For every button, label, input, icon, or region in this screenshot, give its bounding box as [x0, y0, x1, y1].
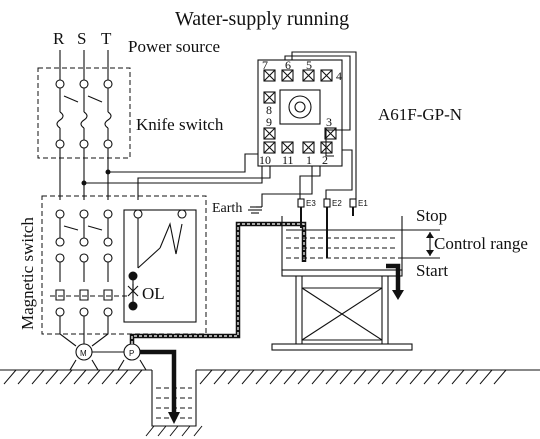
relay-socket: 7 6 5 4 8 9 3 10 11 1 2	[257, 58, 343, 167]
electrode-e2-label: E2	[332, 199, 342, 208]
control-wiring	[84, 51, 357, 207]
pin-2: 2	[322, 153, 328, 167]
stop-label: Stop	[416, 206, 447, 225]
knife-switch	[37, 67, 131, 159]
pin-4: 4	[336, 69, 342, 83]
knife-switch-label: Knife switch	[136, 115, 224, 134]
pin-11: 11	[282, 153, 294, 167]
earth-symbol	[248, 206, 262, 214]
tank-tower	[271, 269, 413, 351]
phase-s-label: S	[77, 29, 86, 48]
motor-wires	[59, 316, 109, 347]
power-source-label: Power source	[128, 37, 220, 56]
pin-7: 7	[262, 58, 268, 72]
water-pipe	[129, 221, 404, 424]
electrode-e1-label: E1	[358, 199, 368, 208]
electrode-e3-label: E3	[306, 199, 316, 208]
model-label: A61F-GP-N	[378, 105, 462, 124]
water-well	[145, 370, 203, 437]
motor: M	[69, 343, 124, 371]
pin-8: 8	[266, 103, 272, 117]
pin-1: 1	[306, 153, 312, 167]
magnetic-switch	[41, 195, 207, 335]
overload-label: OL	[142, 284, 165, 303]
water-tank: E3 E2 E1	[281, 198, 403, 271]
pin-6: 6	[285, 58, 291, 72]
pin-5: 5	[306, 58, 312, 72]
magnetic-switch-label: Magnetic switch	[18, 217, 37, 330]
pump: P	[117, 343, 147, 371]
earth-label: Earth	[212, 201, 242, 216]
supply-wires	[59, 50, 109, 80]
pin-9: 9	[266, 115, 272, 129]
pin-3: 3	[326, 115, 332, 129]
feed-wires	[59, 148, 111, 200]
phase-t-label: T	[101, 29, 112, 48]
start-label: Start	[416, 261, 448, 280]
pump-letter: P	[129, 349, 134, 358]
control-range-label: Control range	[434, 234, 528, 253]
diagram-title: Water-supply running	[175, 8, 349, 30]
ground	[0, 369, 540, 385]
level-markers	[398, 229, 440, 259]
phase-r-label: R	[53, 29, 65, 48]
pin-10: 10	[259, 153, 271, 167]
motor-letter: M	[80, 349, 87, 358]
